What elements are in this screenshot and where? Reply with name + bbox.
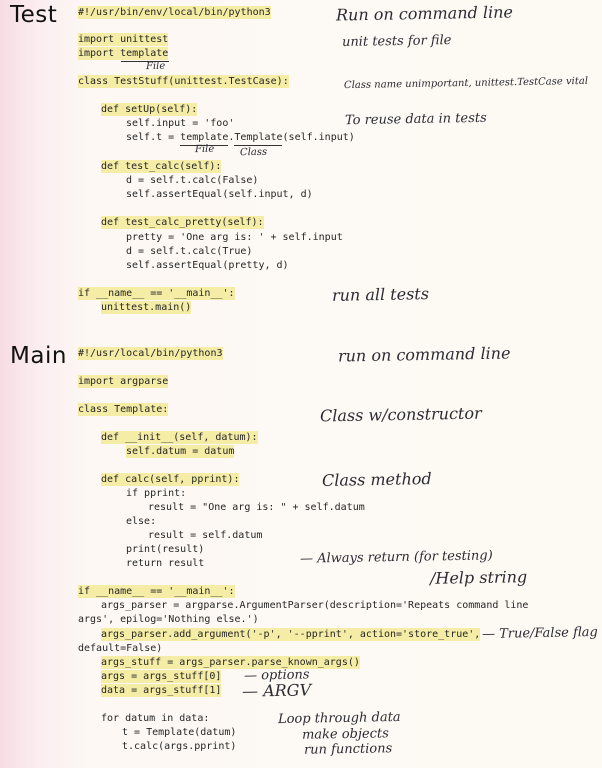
underline-mark	[121, 61, 169, 62]
code-line: args', epilog='Nothing else.')	[78, 614, 259, 625]
code-line: if __name__ == '__main__':	[78, 585, 235, 598]
code-line: args_stuff = args_parser.parse_known_arg…	[101, 656, 360, 669]
handwritten-note-text: Help string	[435, 567, 528, 588]
handwritten-note: Run on command line	[335, 2, 514, 25]
code-line: default=False)	[78, 643, 163, 654]
section-label-test: Test	[10, 2, 58, 28]
code-line: def setUp(self):	[101, 103, 198, 116]
code-line: #!/usr/bin/env/local/bin/python3	[78, 6, 271, 19]
code-line: t.calc(args.pprint)	[122, 741, 237, 752]
handwritten-note: — ARGV	[241, 680, 312, 701]
handwritten-note: unit tests for file	[341, 33, 452, 50]
code-line: class Template:	[78, 403, 169, 416]
handwritten-note: File	[145, 60, 166, 73]
code-line: def __init__(self, datum):	[101, 431, 258, 444]
code-line: t = Template(datum)	[122, 727, 237, 738]
handwritten-note: To reuse data in tests	[344, 110, 487, 129]
code-line: args_parser = argparse.ArgumentParser(de…	[101, 600, 529, 611]
handwritten-note: run all tests	[331, 284, 430, 305]
code-line: self.datum = datum	[126, 445, 235, 458]
code-line: d = self.t.calc(False)	[126, 175, 259, 186]
code-line: import argparse	[78, 375, 169, 388]
code-line: if __name__ == '__main__':	[78, 287, 235, 300]
code-line: if pprint:	[126, 488, 187, 499]
code-line: #!/usr/local/bin/python3	[78, 347, 223, 360]
code-line: unittest.main()	[101, 301, 192, 314]
handwritten-note: — True/False flag	[481, 624, 598, 643]
code-line: data = args_stuff[1]	[101, 684, 222, 697]
handwritten-note: — Always return (for testing)	[299, 548, 493, 567]
code-line: pretty = 'One arg is: ' + self.input	[126, 232, 343, 243]
handwritten-note-text: Always return (for testing)	[317, 548, 493, 567]
code-line: self.assertEqual(pretty, d)	[126, 260, 289, 271]
handwritten-note: Class method	[321, 469, 432, 490]
code-line: return result	[126, 558, 205, 569]
handwritten-note: /Help string	[429, 567, 528, 588]
handwritten-note: Class w/constructor	[319, 403, 482, 426]
handwritten-note: Class	[239, 146, 268, 159]
handwritten-note: run on command line	[337, 343, 511, 366]
handwritten-note: run functions	[303, 741, 393, 758]
code-line: print(result)	[126, 544, 205, 555]
code-line: result = "One arg is: " + self.datum	[148, 502, 365, 513]
section-label-main: Main	[10, 343, 67, 369]
code-line: args_parser.add_argument('-p', '--pprint…	[101, 628, 481, 641]
code-line: import unittest	[78, 33, 169, 46]
handwritten-note: Class name unimportant, unittest.TestCas…	[343, 75, 589, 92]
handwritten-note-text: True/False flag	[499, 624, 598, 642]
code-line: import template	[78, 47, 169, 60]
handwritten-note: Loop through data	[277, 709, 401, 728]
code-line: def test_calc_pretty(self):	[101, 216, 264, 229]
code-line: def calc(self, pprint):	[101, 473, 240, 486]
handwritten-note-text: ARGV	[262, 680, 312, 701]
code-line: for datum in data:	[101, 713, 210, 724]
code-line: class TestStuff(unittest.TestCase):	[78, 75, 289, 88]
code-line: else:	[126, 516, 157, 527]
handwritten-note: File	[194, 143, 215, 156]
handwritten-note: make objects	[301, 726, 389, 743]
code-line: def test_calc(self):	[101, 160, 222, 173]
code-line: self.input = 'foo'	[126, 118, 235, 129]
underline-mark	[180, 145, 228, 146]
underline-mark	[234, 145, 282, 146]
code-line: args = args_stuff[0]	[101, 670, 222, 683]
code-line: self.assertEqual(self.input, d)	[126, 189, 313, 200]
code-line: self.t = template.Template(self.input)	[126, 132, 355, 143]
code-line: d = self.t.calc(True)	[126, 246, 253, 257]
code-line: result = self.datum	[148, 530, 263, 541]
